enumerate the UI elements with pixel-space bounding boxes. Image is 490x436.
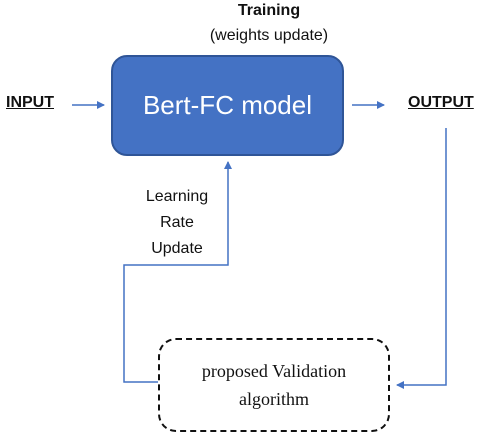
training-subtitle: (weights update)	[209, 27, 329, 44]
bert-fc-model-box: Bert-FC model	[111, 55, 344, 156]
validation-algorithm-box: proposed Validation algorithm	[158, 338, 390, 432]
lr-line-3: Update	[151, 240, 203, 257]
training-title: Training	[237, 2, 301, 19]
input-label: INPUT	[6, 94, 54, 111]
model-label: Bert-FC model	[142, 90, 313, 120]
validation-line-1: proposed Validation	[201, 361, 347, 381]
learning-rate-update-label: Learning Rate Update	[128, 184, 226, 262]
validation-line-2: algorithm	[239, 389, 309, 409]
lr-line-2: Rate	[160, 214, 194, 231]
arrow-validation-to-model	[123, 161, 232, 383]
arrow-output-to-validation	[396, 128, 447, 389]
lr-line-1: Learning	[145, 188, 209, 205]
output-label: OUTPUT	[408, 94, 474, 111]
